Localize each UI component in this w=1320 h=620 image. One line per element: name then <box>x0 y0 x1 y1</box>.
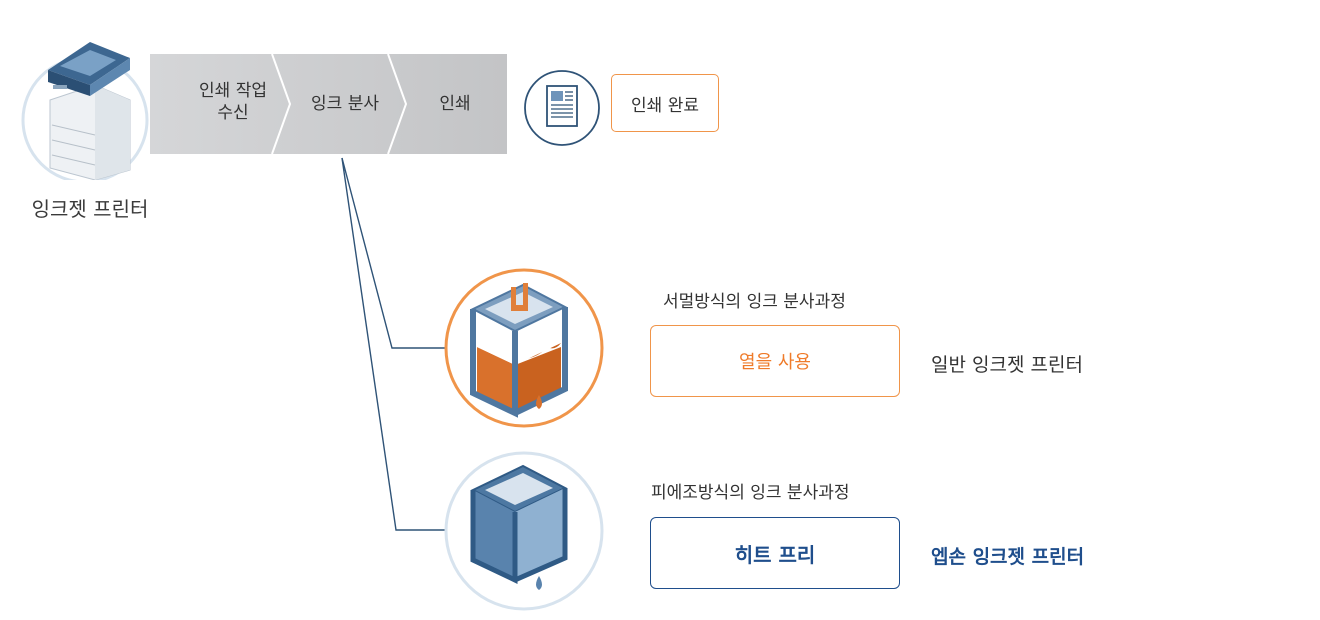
printer-label: 잉크젯 프린터 <box>31 197 149 221</box>
thermal-side-label: 일반 잉크젯 프린터 <box>931 354 1083 376</box>
step-receive-line2: 수신 <box>217 103 249 124</box>
thermal-ink-cube-icon <box>444 268 604 428</box>
thermal-title: 서멀방식의 잉크 분사과정 <box>663 292 846 312</box>
piezo-side-label: 엡손 잉크젯 프린터 <box>931 546 1085 568</box>
piezo-box: 히트 프리 <box>650 517 900 589</box>
step-print: 인쇄 <box>439 94 471 114</box>
step-receive-job: 인쇄 작업 수신 <box>178 80 288 124</box>
step-receive-line1: 인쇄 작업 <box>199 81 267 101</box>
printer-icon <box>21 42 149 180</box>
print-complete-box: 인쇄 완료 <box>611 74 719 132</box>
piezo-ink-cube-icon <box>444 451 604 611</box>
process-steps-arrow <box>150 54 507 154</box>
piezo-title: 피에조방식의 잉크 분사과정 <box>651 483 850 503</box>
document-icon <box>524 70 600 146</box>
step-ink-eject: 잉크 분사 <box>311 94 379 114</box>
thermal-box: 열을 사용 <box>650 325 900 397</box>
